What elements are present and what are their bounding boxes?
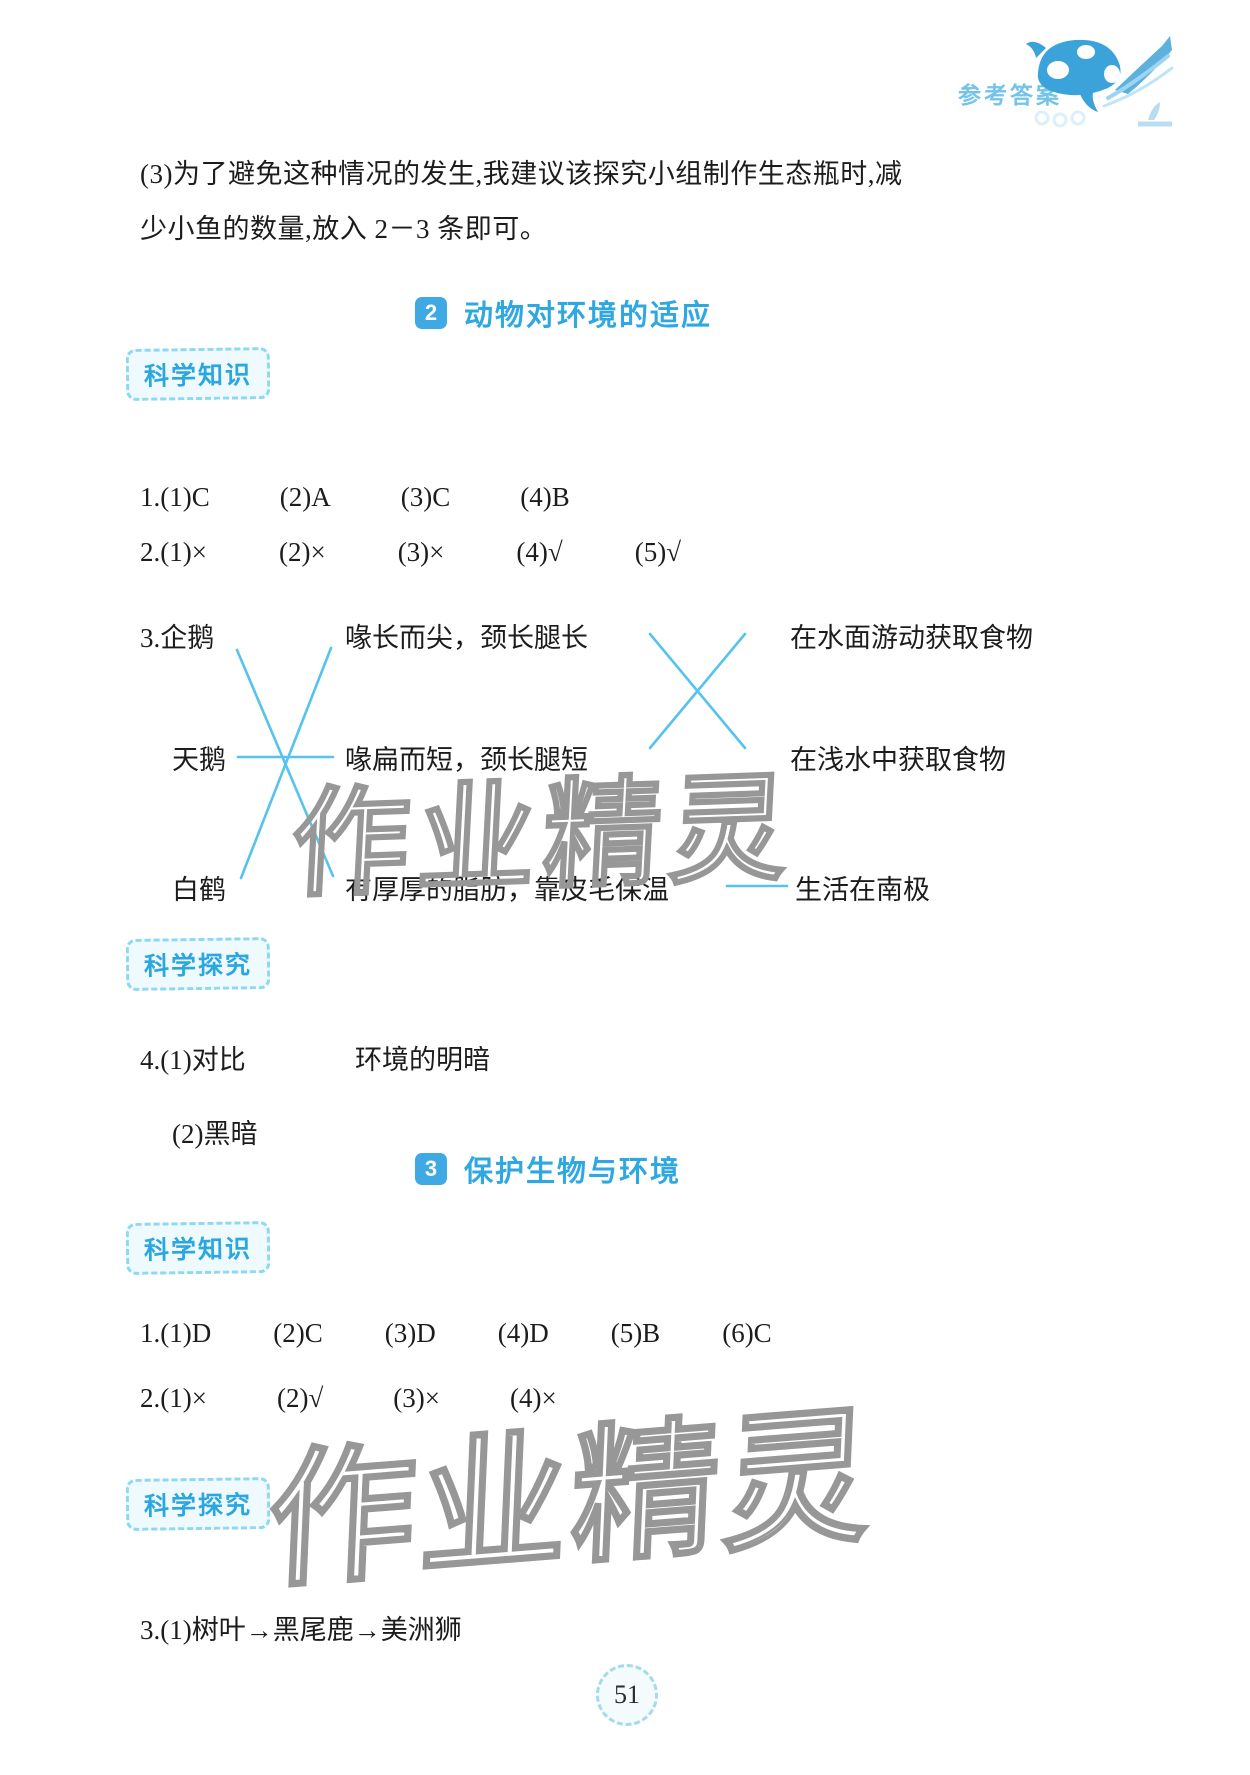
matching-feature-1: 喙长而尖，颈长腿长 — [345, 623, 588, 653]
answer-item: (3)C — [400, 482, 451, 512]
page-number-value: 51 — [614, 1680, 640, 1709]
answer-item: 2.(1)× — [140, 537, 207, 567]
section3-header: 3 保护生物与环境 — [415, 1148, 681, 1190]
answer-item: 1.(1)C — [140, 482, 210, 512]
section3-question3-answer: 3.(1)树叶→黑尾鹿→美洲狮 — [140, 1615, 462, 1645]
section2-number-badge: 2 — [415, 297, 447, 329]
answer-item: (3)× — [397, 537, 445, 567]
page-header-label: 参考答案 — [958, 82, 1062, 108]
section2-header: 2 动物对环境的适应 — [415, 292, 712, 334]
answer-item: (5)B — [610, 1318, 661, 1348]
answer-item: 1.(1)D — [140, 1318, 212, 1348]
science-knowledge-badge: 科学知识 — [125, 1220, 271, 1276]
science-knowledge-badge: 科学知识 — [125, 346, 271, 402]
whale-illustration — [1020, 28, 1190, 128]
section3-number-badge: 3 — [415, 1153, 447, 1185]
matching-habitat-2: 在浅水中获取食物 — [790, 745, 1006, 775]
answer-item: (4)D — [497, 1318, 549, 1348]
answer-item: (6)C — [722, 1318, 772, 1348]
matching-habitat-3: 生活在南极 — [795, 875, 930, 905]
section2-question2-answers: 2.(1)× (2)× (3)× (4)√ (5)√ — [140, 537, 681, 568]
matching-animal-penguin: 3.企鹅 — [140, 623, 215, 653]
answer-item: (2)× — [278, 537, 326, 567]
matching-animal-crane: 白鹤 — [172, 875, 226, 905]
whale-icon — [1026, 36, 1174, 128]
matching-feature-2: 喙扁而短，颈长腿短 — [345, 745, 588, 775]
answer-item: (2)√ — [276, 1383, 324, 1413]
page-number: 51 — [596, 1664, 658, 1726]
intro-paragraph-line2: 少小鱼的数量,放入 2－3 条即可。 — [140, 214, 548, 244]
answer-item: (3)D — [384, 1318, 436, 1348]
section2-question1-answers: 1.(1)C (2)A (3)C (4)B — [140, 482, 570, 513]
section3-question1-answers: 1.(1)D (2)C (3)D (4)D (5)B (6)C — [140, 1318, 772, 1349]
section2-question4-part1: 4.(1)对比 — [140, 1045, 246, 1075]
science-explore-badge: 科学探究 — [125, 936, 271, 992]
section3-title: 保护生物与环境 — [464, 1156, 682, 1188]
matching-feature-3: 有厚厚的脂肪，靠皮毛保温 — [345, 875, 669, 905]
intro-paragraph-line1: (3)为了避免这种情况的发生,我建议该探究小组制作生态瓶时,减 — [140, 159, 903, 189]
section2-title: 动物对环境的适应 — [464, 300, 713, 332]
answer-item: (4)B — [520, 482, 570, 512]
answer-item: (4)√ — [516, 537, 563, 567]
section3-question2-answers: 2.(1)× (2)√ (3)× (4)× — [140, 1383, 557, 1414]
answer-item: (3)× — [393, 1383, 440, 1413]
section2-question4-part1-answer: 环境的明暗 — [355, 1045, 490, 1075]
answer-item: (2)C — [273, 1318, 323, 1348]
science-explore-badge: 科学探究 — [125, 1476, 271, 1532]
matching-habitat-1: 在水面游动获取食物 — [790, 623, 1033, 653]
answer-item: (5)√ — [634, 537, 682, 567]
section2-question4-part2: (2)黑暗 — [172, 1119, 258, 1149]
answer-item: (2)A — [279, 482, 331, 512]
answer-item: (4)× — [510, 1383, 557, 1413]
answer-item: 2.(1)× — [140, 1383, 207, 1413]
matching-animal-swan: 天鹅 — [172, 745, 226, 775]
